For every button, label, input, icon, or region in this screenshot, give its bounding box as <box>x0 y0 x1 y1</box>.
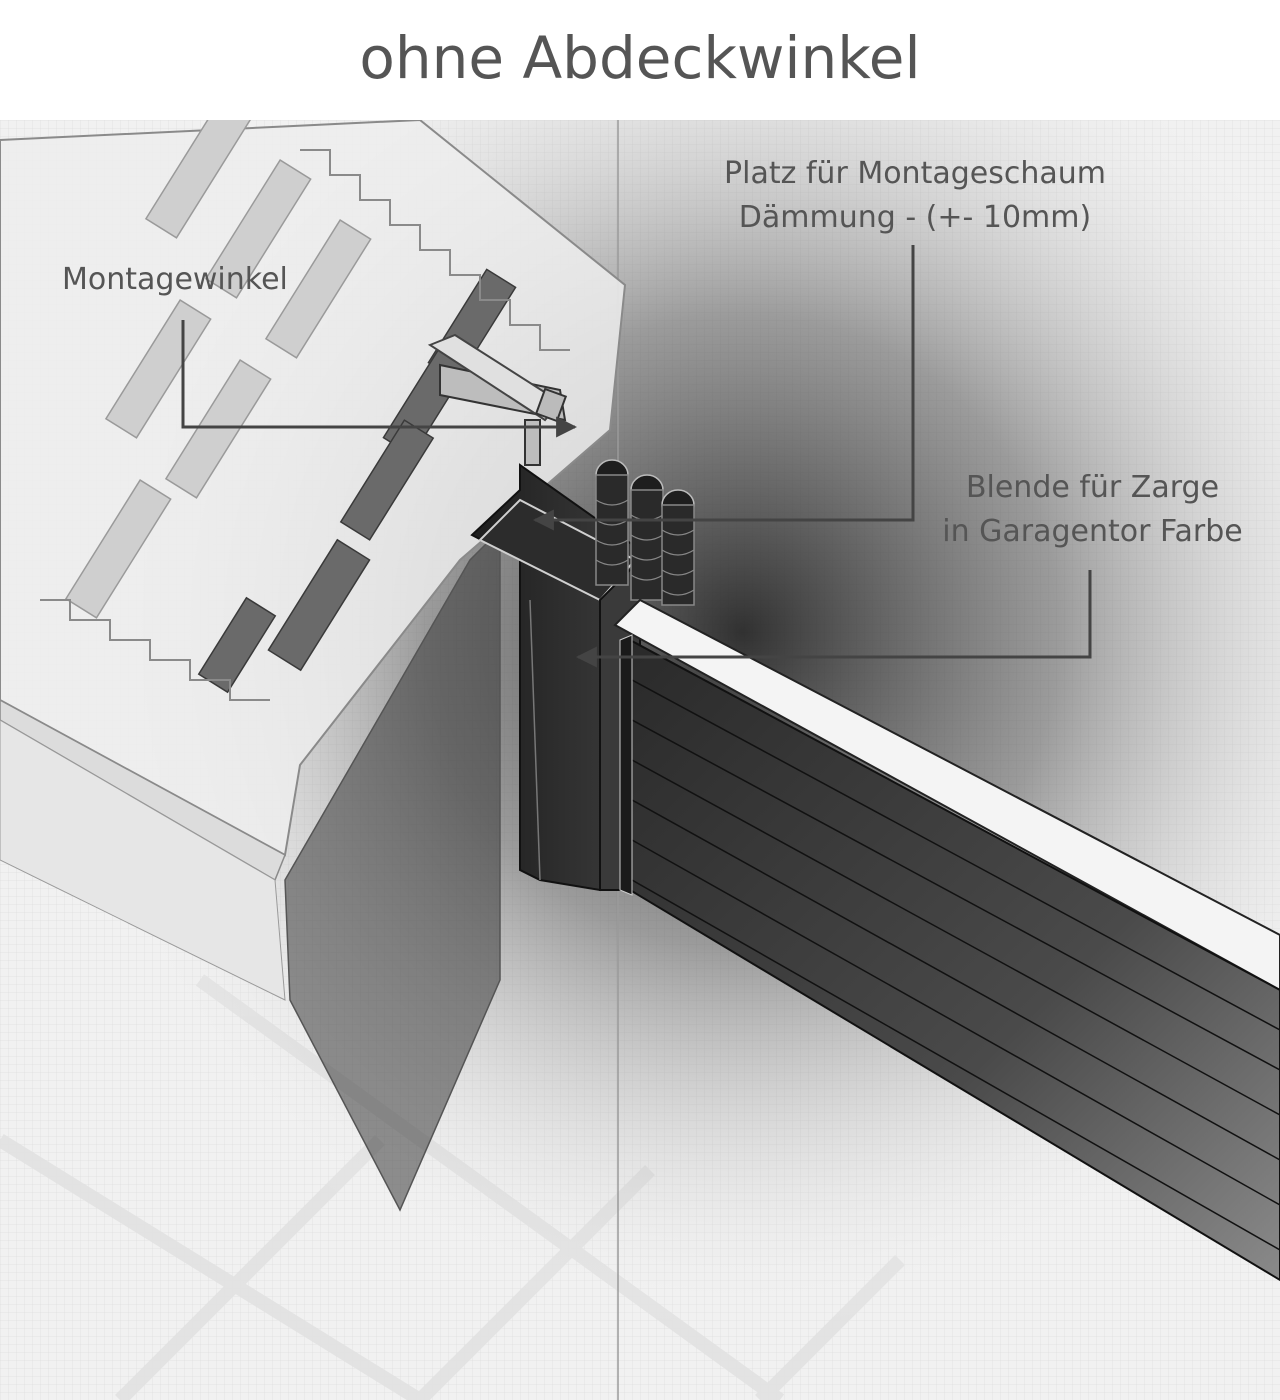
label-montageschaum: Platz für Montageschaum Dämmung - (+- 10… <box>700 152 1130 240</box>
foam-coils <box>595 459 695 606</box>
reveal-face <box>284 528 501 1212</box>
label-blende-line2: in Garagentor Farbe <box>942 514 1243 549</box>
technical-drawing <box>0 120 1280 1400</box>
label-montagewinkel: Montagewinkel <box>62 258 288 302</box>
wall-block <box>0 120 627 1001</box>
label-blende: Blende für Zarge in Garagentor Farbe <box>930 466 1255 554</box>
leader-montageschaum <box>532 245 915 531</box>
page-title: ohne Abdeckwinkel <box>359 24 921 92</box>
title-bar: ohne Abdeckwinkel <box>0 0 1280 120</box>
label-montagewinkel-text: Montagewinkel <box>62 262 288 297</box>
leader-blende <box>575 570 1092 668</box>
door-panel <box>613 598 1280 1282</box>
label-blende-line1: Blende für Zarge <box>965 470 1220 505</box>
leader-montagewinkel <box>181 320 578 438</box>
diagram-stage: Montagewinkel Platz für Montageschaum Dä… <box>0 120 1280 1400</box>
label-montageschaum-line1: Platz für Montageschaum <box>724 156 1106 191</box>
label-montageschaum-line2: Dämmung - (+- 10mm) <box>738 200 1092 235</box>
screw-icon <box>427 333 568 423</box>
